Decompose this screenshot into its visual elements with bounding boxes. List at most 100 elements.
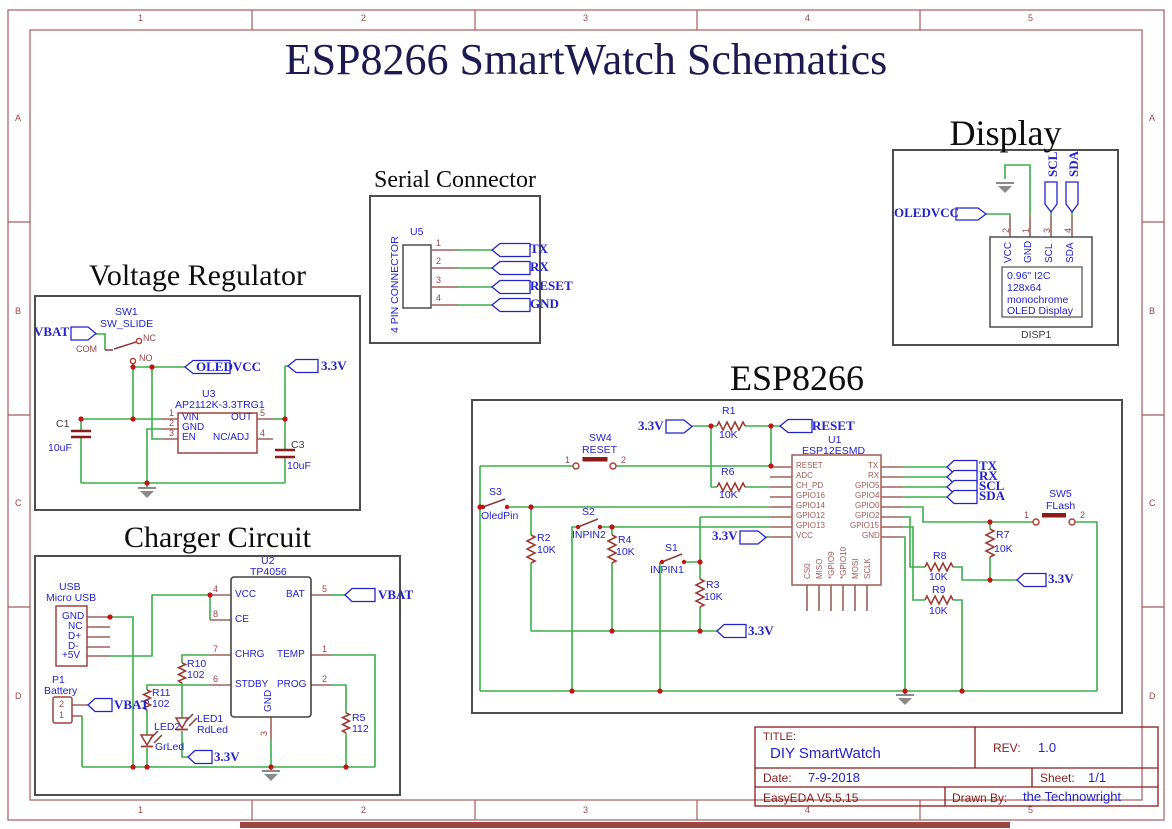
ref-sw1: SW1 bbox=[115, 306, 138, 318]
value-r11: 102 bbox=[152, 698, 170, 710]
battery-connector-symbol bbox=[52, 696, 73, 724]
ref-r7: R7 bbox=[996, 529, 1010, 541]
schematic-label: 3 bbox=[169, 428, 175, 438]
schematic-label: MOSI bbox=[851, 558, 860, 579]
u5-connector-symbol bbox=[402, 244, 432, 309]
reset-flag bbox=[778, 418, 813, 434]
schematic-label: VIN bbox=[182, 412, 199, 423]
value-r2: 10K bbox=[537, 544, 556, 556]
ref-c3: C3 bbox=[291, 439, 305, 451]
schematic-label: GPIO5 bbox=[855, 481, 880, 490]
schematic-label: GND bbox=[62, 611, 85, 622]
3v3-flag bbox=[1016, 572, 1047, 588]
ruler-top-3: 3 bbox=[583, 13, 589, 23]
schematic-label: 3 bbox=[259, 730, 269, 736]
led2-symbol bbox=[140, 734, 154, 748]
value-led2: GrLed bbox=[155, 741, 185, 753]
schematic-label: *GPIO10 bbox=[839, 546, 848, 579]
schematic-label: VCC bbox=[796, 531, 813, 540]
3v3-flag bbox=[665, 419, 694, 434]
ruler-top-1: 1 bbox=[138, 13, 144, 23]
title-block-sheet: 1/1 bbox=[1088, 770, 1107, 785]
ground-symbol bbox=[137, 487, 157, 499]
ref-r9: R9 bbox=[932, 584, 946, 596]
schematic-label: 1 bbox=[322, 644, 328, 654]
sw4-button-bar bbox=[582, 457, 608, 462]
net-label-reset: RESET bbox=[812, 418, 855, 433]
schematic-label: BAT bbox=[286, 589, 305, 600]
u2-ic-symbol bbox=[230, 576, 312, 718]
ref-led2: LED2 bbox=[154, 721, 181, 733]
schematic-label: 1 bbox=[565, 455, 571, 465]
3v3-flag bbox=[716, 623, 747, 639]
value-sw5: FLash bbox=[1046, 500, 1076, 512]
serial-connector-box bbox=[369, 195, 541, 344]
schematic-label: TX bbox=[868, 461, 879, 470]
schematic-label: SCLK bbox=[863, 558, 872, 579]
value-u3: AP2112K-3.3TRG1 bbox=[175, 399, 265, 411]
schematic-label: 6 bbox=[213, 674, 219, 684]
ruler-top-2: 2 bbox=[361, 13, 367, 23]
schematic-label: ADC bbox=[796, 471, 813, 480]
schematic-label: CHRG bbox=[235, 649, 265, 660]
net-label-sda: SDA bbox=[1066, 150, 1081, 177]
gnd-flag bbox=[490, 297, 531, 313]
esp8266-graphics bbox=[477, 418, 1098, 706]
usb-connector-symbol bbox=[55, 605, 88, 667]
oled-screen-outline bbox=[1001, 266, 1083, 318]
net-label-scl: SCL bbox=[979, 478, 1005, 493]
schematic-label: GPIO12 bbox=[796, 511, 825, 520]
value-u2: TP4056 bbox=[250, 566, 287, 578]
display-box bbox=[892, 149, 1119, 346]
net-label-sda: SDA bbox=[979, 488, 1006, 503]
schematic-label: CH_PD bbox=[796, 481, 824, 490]
schematic-label: 4 bbox=[436, 293, 442, 303]
display-graphics bbox=[955, 164, 1093, 328]
scl-flag bbox=[1044, 181, 1058, 214]
net-label-tx: TX bbox=[530, 241, 549, 256]
schematic-label: 2 bbox=[1080, 510, 1086, 520]
value-u1: ESP12ESMD bbox=[802, 445, 866, 457]
schematic-label: 2 bbox=[322, 674, 328, 684]
schematic-label: 5 bbox=[260, 408, 266, 418]
schematic-label: CS0 bbox=[803, 563, 812, 579]
vbat-flag bbox=[344, 587, 376, 603]
schematic-label: VCC bbox=[235, 589, 257, 600]
ruler-bottom-3: 3 bbox=[583, 805, 589, 815]
sda-flag bbox=[1065, 181, 1079, 214]
title-block-drawn-by: the Technowright bbox=[1023, 789, 1122, 804]
ref-r1: R1 bbox=[722, 405, 736, 417]
schematic-label: NC bbox=[143, 333, 156, 343]
ruler-bottom-2: 2 bbox=[361, 805, 367, 815]
schematic-label: 3.3V bbox=[748, 623, 774, 638]
net-label-scl: SCL bbox=[1045, 151, 1060, 177]
3v3-flag bbox=[739, 530, 768, 545]
schematic-label: GND bbox=[1023, 240, 1034, 263]
schematic-label: MISO bbox=[815, 558, 824, 579]
ref-r11: R11 bbox=[152, 687, 171, 699]
title-block-title: DIY SmartWatch bbox=[770, 745, 881, 762]
sheet-frame bbox=[7, 9, 1165, 821]
ruler-bottom-4: 4 bbox=[805, 805, 811, 815]
ref-s1: S1 bbox=[665, 542, 678, 554]
value-s2: INPIN2 bbox=[572, 529, 606, 541]
value-sw1: SW_SLIDE bbox=[100, 318, 154, 330]
schematic-label: EN bbox=[182, 432, 196, 443]
value-led1: RdLed bbox=[197, 724, 228, 736]
title-block-date-label: Date: bbox=[763, 771, 792, 785]
ruler-left-c: C bbox=[15, 498, 22, 508]
charger-graphics bbox=[52, 576, 376, 782]
schematic-label: D- bbox=[68, 641, 79, 652]
schematic-label: GPIO13 bbox=[796, 521, 825, 530]
3v3-flag bbox=[286, 358, 319, 374]
schematic-label: 1 bbox=[59, 710, 65, 720]
schematic-label: 3.3V bbox=[1048, 571, 1074, 586]
esp8266-box bbox=[471, 399, 1123, 714]
schematic-label: 3 bbox=[436, 275, 442, 285]
net-label-3v3: 3.3V bbox=[321, 358, 347, 373]
net-label-oledvcc: OLEDVCC bbox=[894, 205, 960, 220]
schematic-label: 2 bbox=[169, 418, 175, 428]
schematic-label: 1 bbox=[169, 408, 175, 418]
title-block-rev: 1.0 bbox=[1038, 740, 1057, 755]
